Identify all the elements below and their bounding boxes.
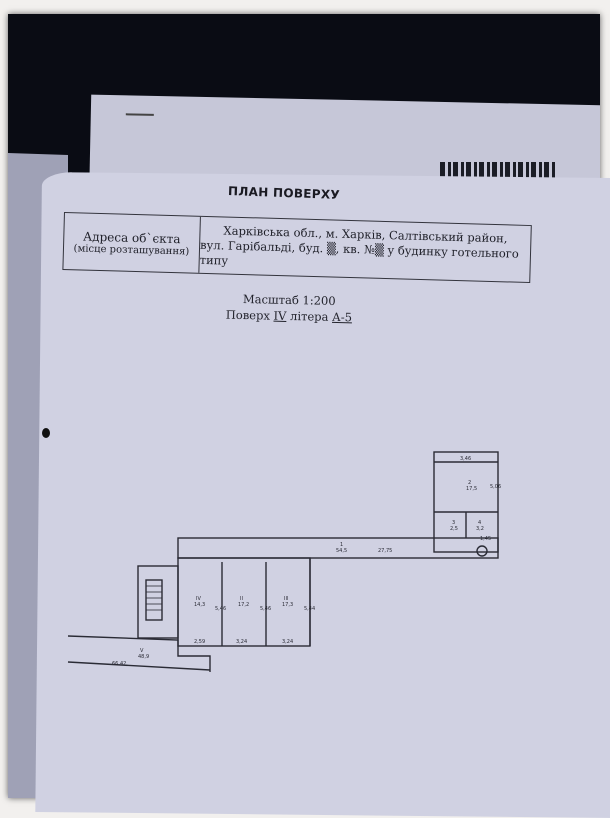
dim-5: 5,46 bbox=[260, 606, 271, 612]
floor-plan: 3,46 2 17,5 5,06 3 2,5 4 3,2 1,45 1 54,5… bbox=[60, 440, 580, 700]
dim-right: 5,06 bbox=[490, 484, 501, 490]
dim-3: 3,24 bbox=[282, 639, 293, 645]
floor-value: IV bbox=[273, 308, 287, 323]
room-3-area: 2,5 bbox=[450, 526, 458, 532]
walkway-v bbox=[67, 635, 211, 672]
room-ii-area: 17,2 bbox=[238, 602, 249, 608]
dim-corridor: 27,75 bbox=[378, 548, 392, 554]
room-block-right bbox=[433, 451, 499, 553]
room-2-num: 2 bbox=[468, 480, 471, 486]
dim-4: 5,46 bbox=[215, 606, 226, 612]
room-ii-num: II bbox=[240, 596, 243, 602]
dim-top: 3,46 bbox=[460, 456, 471, 462]
room-iii-num: III bbox=[284, 596, 288, 602]
room-4-area: 3,2 bbox=[476, 526, 484, 532]
stairwell bbox=[137, 565, 179, 639]
dash-mark bbox=[125, 113, 154, 116]
floor-plan-svg: 3,46 2 17,5 5,06 3 2,5 4 3,2 1,45 1 54,5… bbox=[67, 451, 501, 672]
floor-line: Поверх IV літера А-5 bbox=[226, 307, 353, 326]
dim-2: 3,24 bbox=[236, 639, 247, 645]
letter-value: А-5 bbox=[331, 309, 353, 325]
room-v-num: V bbox=[140, 648, 144, 654]
scale-block: Масштаб 1:200 Поверх IV літера А-5 bbox=[226, 291, 353, 326]
dim-7: 1,45 bbox=[480, 536, 491, 542]
address-label-cell: Адреса об`єкта (місце розташування) bbox=[63, 213, 201, 273]
floor-prefix: Поверх bbox=[225, 307, 274, 323]
room-1-area: 54,5 bbox=[336, 548, 347, 554]
corridor bbox=[177, 537, 499, 559]
room-iv-num: IV bbox=[196, 596, 201, 602]
dim-v: 66,42 bbox=[112, 661, 126, 667]
dim-1: 2,59 bbox=[194, 639, 205, 645]
floor-mid: літера bbox=[286, 308, 333, 324]
address-sublabel: (місце розташування) bbox=[73, 242, 190, 258]
address-value-cell: Харківська обл., м. Харків, Салтівський … bbox=[199, 217, 530, 282]
riser-circle bbox=[476, 545, 488, 557]
dim-6: 5,44 bbox=[304, 606, 315, 612]
room-iii-area: 17,3 bbox=[282, 602, 293, 608]
room-1-num: 1 bbox=[340, 542, 343, 548]
room-3-num: 3 bbox=[452, 520, 455, 526]
room-v-area: 48,9 bbox=[138, 654, 149, 660]
room-2-area: 17,5 bbox=[466, 486, 477, 492]
room-4-num: 4 bbox=[478, 520, 481, 526]
binder-hole bbox=[42, 428, 50, 438]
room-iv-area: 14,3 bbox=[194, 602, 205, 608]
